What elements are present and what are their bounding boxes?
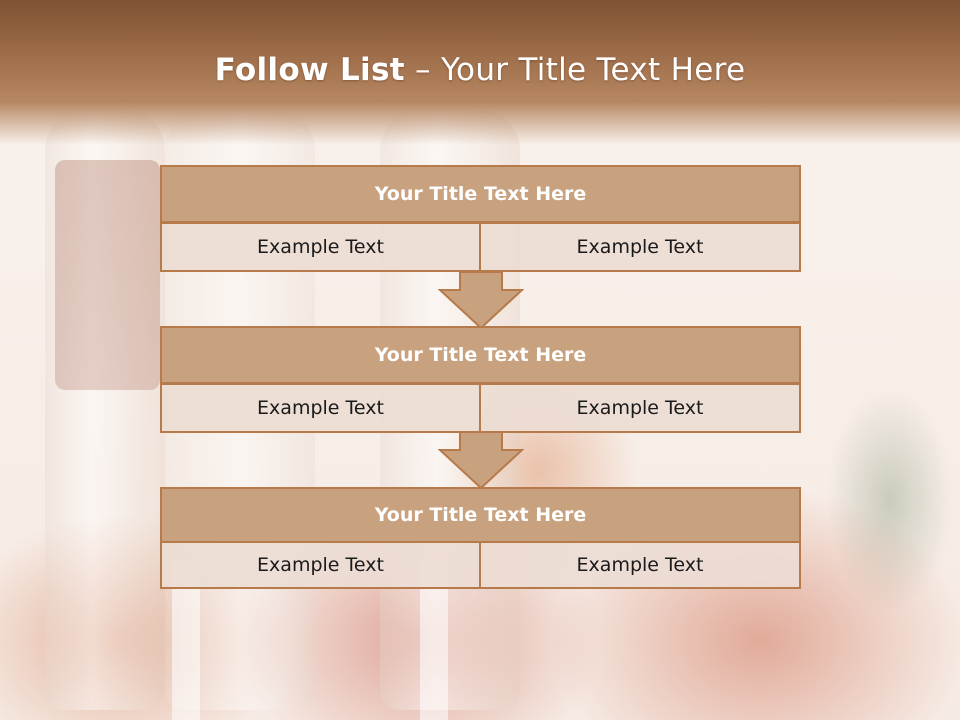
block-cell-left: Example Text bbox=[160, 383, 481, 433]
block-title: Your Title Text Here bbox=[160, 326, 801, 384]
block-title: Your Title Text Here bbox=[160, 487, 801, 543]
header-band bbox=[0, 0, 960, 145]
block-cell-left: Example Text bbox=[160, 222, 481, 272]
title-bold: Follow List bbox=[214, 52, 405, 88]
list-block-1: Your Title Text Here Example Text Exampl… bbox=[160, 165, 801, 272]
champagne-glass-left bbox=[45, 110, 165, 710]
slide-title: Follow List – Your Title Text Here bbox=[0, 52, 960, 88]
block-title: Your Title Text Here bbox=[160, 165, 801, 223]
block-cell-right: Example Text bbox=[479, 222, 801, 272]
list-block-2: Your Title Text Here Example Text Exampl… bbox=[160, 326, 801, 433]
block-cell-right: Example Text bbox=[479, 541, 801, 589]
title-separator: – bbox=[404, 52, 441, 88]
down-arrow-icon bbox=[438, 272, 524, 330]
block-cell-left: Example Text bbox=[160, 541, 481, 589]
list-block-3: Your Title Text Here Example Text Exampl… bbox=[160, 487, 801, 594]
block-cell-right: Example Text bbox=[479, 383, 801, 433]
down-arrow-icon bbox=[438, 432, 524, 490]
title-rest: Your Title Text Here bbox=[440, 52, 746, 88]
